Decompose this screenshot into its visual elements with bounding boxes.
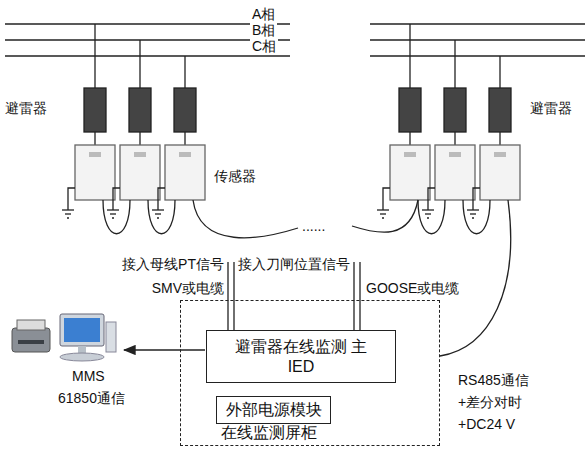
text-label: A相	[250, 6, 277, 22]
text-label: +差分对时	[458, 394, 522, 410]
text-label: SMV或电缆	[152, 280, 224, 296]
main-ied-box: 避雷器在线监测 主IED	[206, 330, 396, 383]
text-label: 61850通信	[58, 390, 125, 406]
power-module-box: 外部电源模块	[216, 396, 331, 424]
text-label: RS485通信	[458, 372, 529, 388]
text-label: GOOSE或电缆	[366, 280, 459, 296]
cabinet-frame: 在线监测屏柜 避雷器在线监测 主IED 外部电源模块	[180, 300, 440, 446]
text-label: 传感器	[214, 168, 256, 184]
arrester-units	[62, 24, 520, 218]
box-text: 外部电源模块	[226, 400, 322, 420]
computer-icon	[12, 314, 116, 361]
text-label: 避雷器	[530, 100, 572, 116]
text-label: +DC24 V	[458, 416, 515, 432]
text-label: ......	[300, 218, 327, 234]
text-label: 避雷器	[5, 100, 47, 116]
text-label: C相	[250, 38, 278, 54]
cabinet-label: 在线监测屏柜	[211, 423, 326, 443]
text-label: 接入刀闸位置信号	[238, 256, 350, 272]
bus-bars	[5, 24, 585, 56]
text-label: B相	[250, 22, 277, 38]
text-label: MMS	[72, 368, 105, 384]
box-text: 避雷器在线监测 主IED	[231, 337, 371, 377]
text-label: 接入母线PT信号	[122, 256, 224, 272]
